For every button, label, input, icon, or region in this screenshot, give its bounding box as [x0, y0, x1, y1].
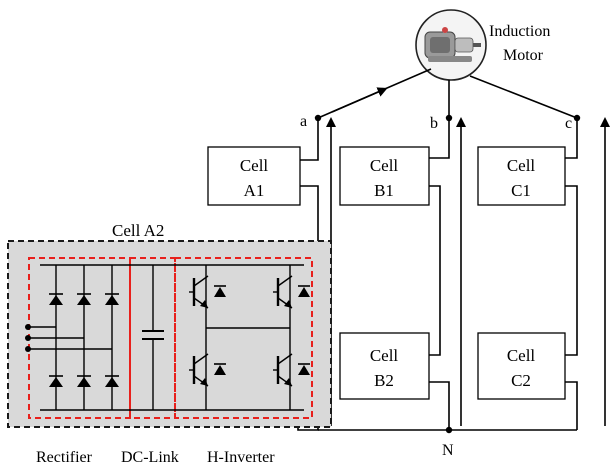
dc-link-caption: DC-Link [121, 449, 179, 466]
cell-b2-line1: Cell [370, 346, 399, 365]
cell-a2-title: Cell A2 [112, 221, 164, 240]
h-inverter-section [174, 257, 313, 419]
cell-b1-line2: B1 [374, 181, 394, 200]
induction-motor: Induction Motor [415, 9, 550, 81]
node-c-label: c [565, 115, 572, 132]
cell-a1: Cell A1 [207, 146, 301, 206]
motor-wires [317, 68, 578, 119]
cell-a2-detail [7, 240, 332, 428]
rectifier-diodes [25, 265, 120, 410]
cell-b2: Cell B2 [339, 332, 430, 400]
cell-c1-line2: C1 [511, 181, 531, 200]
motor-label-line2: Motor [503, 47, 544, 64]
cell-a2-outline [7, 240, 332, 428]
cell-c1-line1: Cell [507, 156, 536, 175]
cell-c2: Cell C2 [477, 332, 566, 400]
dc-link-capacitor [142, 265, 164, 410]
cell-c2-line2: C2 [511, 371, 531, 390]
neutral-label: N [442, 442, 454, 459]
motor-label-line1: Induction [489, 23, 550, 40]
cell-c1: Cell C1 [477, 146, 566, 206]
rectifier-caption: Rectifier [36, 449, 93, 466]
h-inverter-switches [187, 265, 312, 410]
node-a-label: a [300, 113, 307, 130]
cell-b1: Cell B1 [339, 146, 430, 206]
cell-a1-line1: Cell [240, 156, 269, 175]
cell-a1-line2: A1 [244, 181, 265, 200]
cell-b2-line2: B2 [374, 371, 394, 390]
node-b-label: b [430, 115, 438, 132]
cell-c2-line1: Cell [507, 346, 536, 365]
h-inverter-caption: H-Inverter [207, 449, 275, 466]
cell-b1-line1: Cell [370, 156, 399, 175]
